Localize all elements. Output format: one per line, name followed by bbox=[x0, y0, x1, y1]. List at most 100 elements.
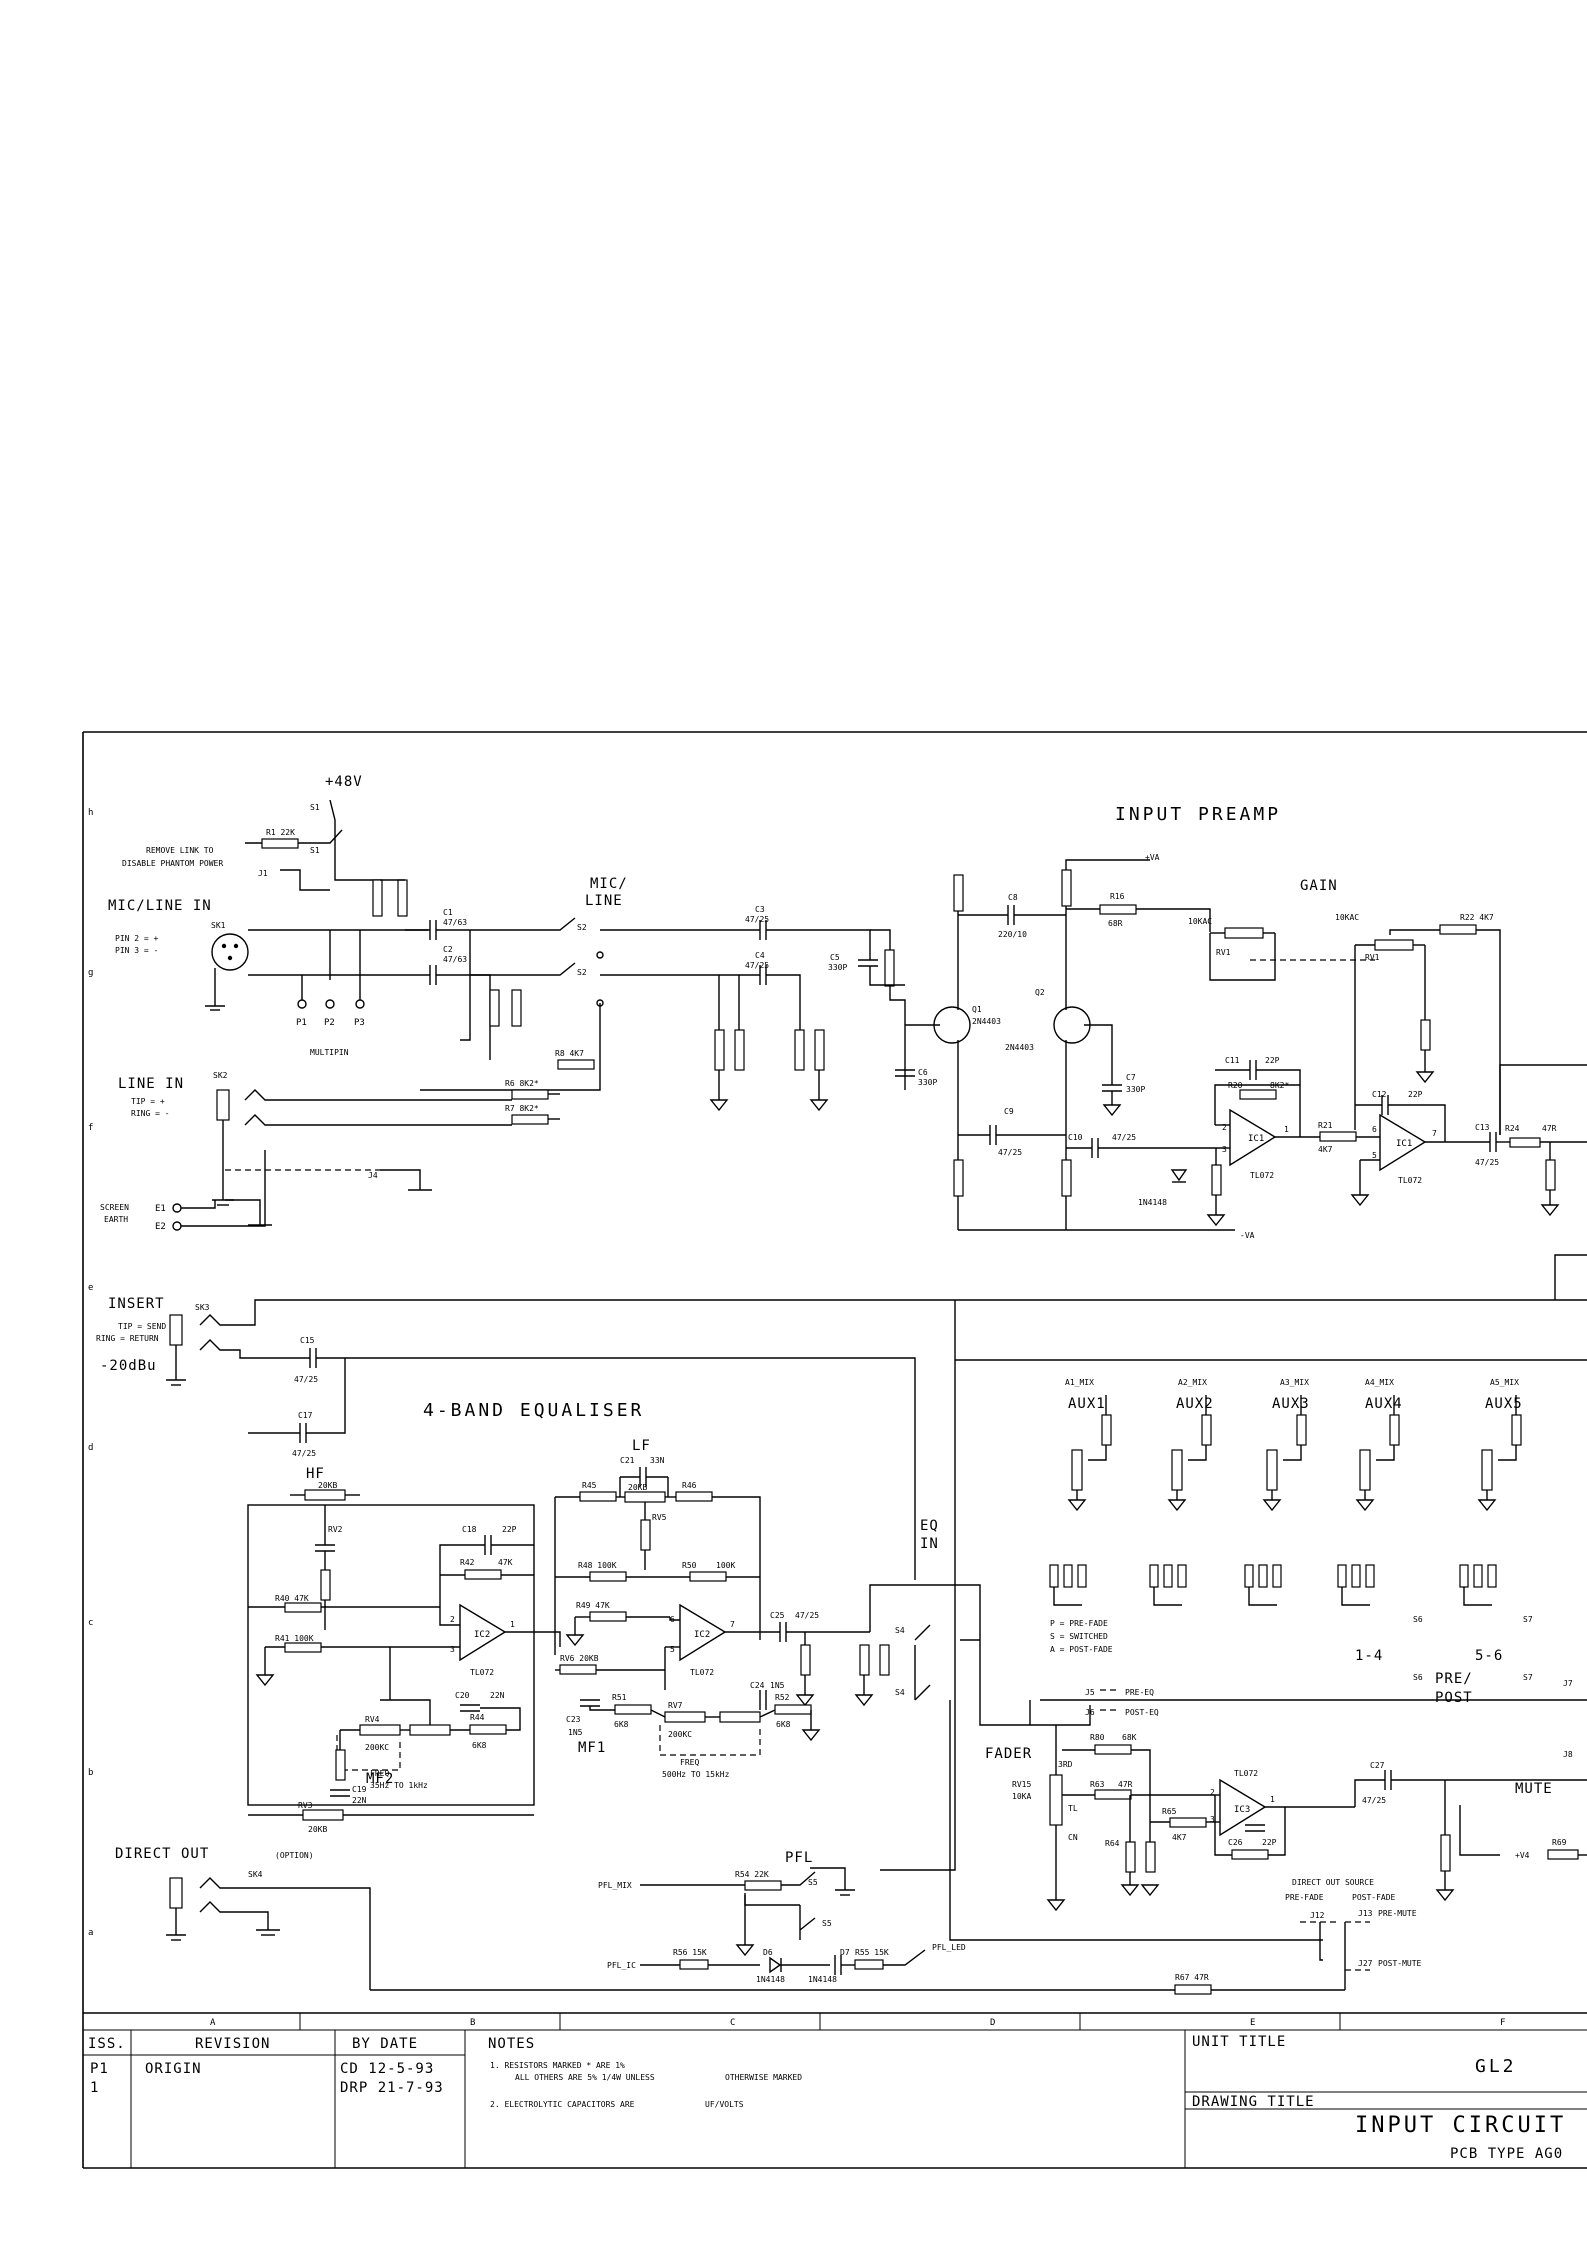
ref-designator: J1 bbox=[258, 869, 268, 878]
note-text: PRE-FADE bbox=[1285, 1893, 1324, 1902]
ref-designator: Q2 bbox=[1035, 988, 1045, 997]
ref-designator: S5 bbox=[808, 1878, 818, 1887]
component-value: 2N4403 bbox=[972, 1017, 1001, 1026]
note-text: SCREEN bbox=[100, 1203, 129, 1212]
ref-designator: R22 4K7 bbox=[1460, 913, 1494, 922]
component-value: 1N5 bbox=[568, 1728, 583, 1737]
note-line: OTHERWISE MARKED bbox=[725, 2073, 802, 2082]
note-text: RING = RETURN bbox=[96, 1334, 159, 1343]
ref-designator: Q1 bbox=[972, 1005, 982, 1014]
component-value: 22N bbox=[490, 1691, 505, 1700]
ref-designator: C7 bbox=[1126, 1073, 1136, 1082]
note-text: PIN 2 = + bbox=[115, 934, 159, 943]
resistor-r49 bbox=[589, 1611, 627, 1622]
note-text: DISABLE PHANTOM POWER bbox=[122, 859, 223, 868]
ref-designator: 3RD bbox=[1058, 1760, 1073, 1769]
aux-group-label: 1-4 bbox=[1355, 1648, 1383, 1664]
ref-designator: J13 bbox=[1358, 1909, 1373, 1918]
section-title-insert: INSERT bbox=[108, 1296, 165, 1312]
component-value: 33N bbox=[650, 1456, 665, 1465]
pin-number: 3 bbox=[1222, 1145, 1227, 1154]
ref-designator: S6 bbox=[1413, 1615, 1423, 1624]
ref-designator: R24 bbox=[1505, 1124, 1520, 1133]
component-value: 68R bbox=[1108, 919, 1123, 928]
drawing-title: INPUT CIRCUIT bbox=[1355, 2113, 1566, 2138]
opamp-ic1 bbox=[1229, 1108, 1277, 1167]
multipin-p3 bbox=[355, 999, 365, 1009]
note-line: UF/VOLTS bbox=[705, 2100, 744, 2109]
resistor-r17 bbox=[953, 1159, 964, 1197]
resistor-r40 bbox=[284, 1602, 322, 1613]
aux-wire bbox=[1341, 1587, 1370, 1606]
note-text: EARTH bbox=[104, 1215, 128, 1224]
resistor-r65 bbox=[1169, 1817, 1207, 1828]
title-header-by-date: BY DATE bbox=[352, 2036, 418, 2052]
ref-designator: SK3 bbox=[195, 1303, 210, 1312]
component-value: 4K7 bbox=[1318, 1145, 1333, 1154]
component-value: TL072 bbox=[1250, 1171, 1274, 1180]
component-value: 100K bbox=[716, 1561, 735, 1570]
component-value: 22P bbox=[1265, 1056, 1280, 1065]
resistor-r18 bbox=[1061, 1159, 1072, 1197]
component-value: 47/63 bbox=[443, 955, 467, 964]
resistor-r3 bbox=[397, 879, 408, 917]
component-value: 47K bbox=[498, 1558, 513, 1567]
revision-iss: P1 bbox=[90, 2061, 109, 2077]
opamp-ic1-b bbox=[1379, 1113, 1427, 1172]
ref-designator: C24 bbox=[750, 1681, 765, 1690]
aux-mix-label: A3_MIX bbox=[1280, 1378, 1309, 1387]
ref-designator: SK4 bbox=[248, 1870, 263, 1879]
insert-block: SK3 TIP = SEND RING = RETURN C15 47/25 bbox=[96, 1254, 1587, 1580]
ref-designator: R40 47K bbox=[275, 1594, 309, 1603]
component-value: 47/25 bbox=[294, 1375, 318, 1384]
potentiometer-rv3 bbox=[302, 1809, 344, 1821]
aux-resistor bbox=[1201, 1414, 1212, 1446]
title-block: ISS. REVISION BY DATE NOTES P1 ORIGIN CD… bbox=[88, 2034, 1566, 2162]
resistor-r45 bbox=[579, 1491, 617, 1502]
eq-switch-block: S4 S4 J5 J6 PRE-EQ POST-EQ bbox=[854, 1300, 1323, 1941]
ref-designator: C23 bbox=[566, 1715, 581, 1724]
ref-designator: S4 bbox=[895, 1688, 905, 1697]
ref-designator: S1 bbox=[310, 846, 320, 855]
title-header-revision: REVISION bbox=[195, 2036, 270, 2052]
ref-designator: R64 bbox=[1105, 1839, 1120, 1848]
ref-designator: C15 bbox=[300, 1336, 315, 1345]
ref-designator: J6 bbox=[1085, 1708, 1095, 1717]
fader-rv15 bbox=[1049, 1774, 1063, 1826]
aux-pot bbox=[1359, 1449, 1371, 1491]
pin-number: 2 bbox=[450, 1615, 455, 1624]
ref-designator: RV6 20KB bbox=[560, 1654, 599, 1663]
ref-designator: C19 bbox=[352, 1785, 367, 1794]
ref-designator: C6 bbox=[918, 1068, 928, 1077]
ref-designator: C11 bbox=[1225, 1056, 1240, 1065]
aux-resistor bbox=[1296, 1414, 1307, 1446]
ref-designator: C8 bbox=[1008, 893, 1018, 902]
note-text: RING = - bbox=[131, 1109, 170, 1118]
aux-pot bbox=[1071, 1449, 1083, 1491]
component-value: 20KB bbox=[308, 1825, 327, 1834]
resistor-r48 bbox=[589, 1571, 627, 1582]
note-text: P = PRE-FADE bbox=[1050, 1619, 1108, 1628]
aux-ground bbox=[1067, 1499, 1087, 1512]
ref-designator: D7 bbox=[840, 1948, 850, 1957]
unit-title: GL2 bbox=[1475, 2056, 1517, 2077]
ref-designator: R51 bbox=[612, 1693, 627, 1702]
direct-out-option: (OPTION) bbox=[275, 1851, 314, 1860]
band-label-hf: HF bbox=[306, 1466, 325, 1482]
potentiometer-rv1-b bbox=[1374, 939, 1414, 951]
ref-designator: S7 bbox=[1523, 1615, 1533, 1624]
aux-wire bbox=[1153, 1587, 1182, 1606]
ref-designator: S6 bbox=[1413, 1673, 1423, 1682]
section-title-input-preamp: INPUT PREAMP bbox=[1115, 804, 1281, 825]
section-title-mute: MUTE bbox=[1515, 1781, 1553, 1797]
resistor-r55 bbox=[854, 1959, 884, 1970]
ref-designator: RV2 bbox=[328, 1525, 343, 1534]
aux-block: A1_MIX A2_MIX A3_MIX A4_MIX A5_MIX AUX1 … bbox=[955, 1359, 1587, 1759]
side-letter: e bbox=[88, 1283, 93, 1293]
pin-number: 1 bbox=[1284, 1125, 1289, 1134]
component-value: TL072 bbox=[1398, 1176, 1422, 1185]
ref-designator: C4 bbox=[755, 951, 765, 960]
pre-post-label: PRE/ bbox=[1435, 1671, 1473, 1687]
component-value: 4K7 bbox=[1172, 1833, 1187, 1842]
resistor-r11 bbox=[794, 1029, 805, 1071]
